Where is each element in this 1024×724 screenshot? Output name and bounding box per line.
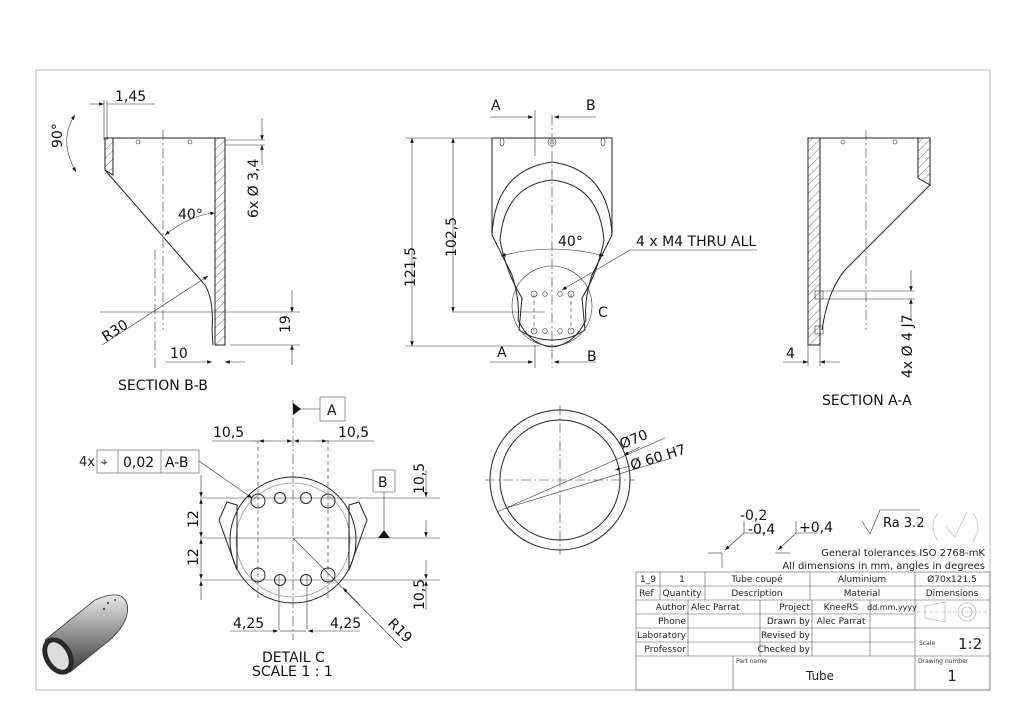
projection-symbol-icon bbox=[917, 601, 988, 623]
dim-hole-height: 102,5 bbox=[444, 217, 460, 257]
dim-right-spacing: 10,5 bbox=[338, 425, 369, 441]
datum-a: A bbox=[327, 403, 337, 419]
section-marker-a-bottom: A bbox=[497, 345, 507, 361]
fcf-tolerance: 0,02 bbox=[123, 455, 154, 471]
dim-left-4-25: 4,25 bbox=[233, 616, 264, 632]
description-value: Tube coupé bbox=[730, 574, 783, 585]
title-block: 1_9 1 Tube coupé Aluminium Ø70x121.5 Ref… bbox=[635, 571, 991, 691]
isometric-preview bbox=[42, 594, 129, 675]
professor-label: Professor bbox=[644, 645, 686, 655]
section-b-b-title: SECTION B-B bbox=[118, 378, 208, 394]
dim-bottom-10-5: 10,5 bbox=[412, 579, 428, 610]
dim-radius-19: R19 bbox=[384, 616, 415, 647]
tol-upper: -0,2 bbox=[740, 508, 767, 524]
ref-label: Ref bbox=[639, 589, 654, 599]
feature-control-frame bbox=[96, 449, 200, 474]
dim-left-spacing: 10,5 bbox=[213, 425, 244, 441]
dim-chamfer-angle: 90° bbox=[50, 123, 66, 148]
dim-top-10-5: 10,5 bbox=[412, 463, 428, 494]
dim-height: 19 bbox=[278, 315, 294, 333]
units-note: All dimensions in mm, angles in degrees bbox=[782, 561, 985, 572]
section-marker-b-bottom: B bbox=[587, 349, 597, 365]
front-view: 121,5 102,5 40° 4 x M4 THRU ALL C A B A … bbox=[403, 98, 757, 368]
dimensions-label: Dimensions bbox=[926, 589, 979, 599]
tolerance-notes: -0,2 -0,4 +0,4 Ra 3.2 General tolerances… bbox=[708, 508, 985, 572]
section-a-a-title: SECTION A-A bbox=[822, 393, 912, 409]
part-name-label: Part name bbox=[736, 658, 767, 665]
section-marker-b-top: B bbox=[586, 98, 596, 114]
dim-offset: 1,45 bbox=[115, 89, 146, 105]
laboratory-label: Laboratory bbox=[637, 631, 687, 641]
scale-value: 1:2 bbox=[958, 635, 982, 653]
detail-c-title: DETAIL C bbox=[262, 650, 325, 666]
datum-b: B bbox=[378, 475, 388, 491]
author-value: Alec Parrat bbox=[691, 603, 740, 613]
dim-lower-12: 12 bbox=[186, 548, 202, 566]
section-b-b: 1,45 90° 6x Ø 3,4 40° R30 10 19 SECTION … bbox=[50, 89, 300, 394]
fcf-count: 4x bbox=[79, 455, 95, 470]
general-tolerances: General tolerances ISO 2768-mK bbox=[821, 548, 985, 559]
section-a-a: 4 4x Ø 4 J7 SECTION A-A bbox=[783, 130, 931, 409]
quantity-value: 1 bbox=[679, 575, 685, 585]
scale-label: Scale bbox=[919, 640, 935, 647]
author-label: Author bbox=[656, 603, 687, 613]
checked-by-label: Checked by bbox=[757, 645, 810, 655]
description-label: Description bbox=[731, 589, 782, 599]
drawn-by-value: Alec Parrat bbox=[817, 617, 866, 627]
drawn-by-label: Drawn by bbox=[767, 617, 811, 627]
tol-plus: +0,4 bbox=[799, 520, 833, 536]
sheet-border bbox=[35, 69, 991, 691]
drawing-number-label: Drawing number bbox=[918, 658, 969, 665]
detail-c: A B 4x ⌖ 0,02 A-B 10,5 10,5 bbox=[79, 396, 440, 680]
tol-lower: -0,4 bbox=[748, 522, 775, 538]
project-label: Project bbox=[779, 603, 810, 613]
surface-roughness-icon bbox=[861, 509, 920, 535]
position-icon: ⌖ bbox=[101, 455, 108, 469]
dim-radius: R30 bbox=[99, 317, 131, 345]
detail-c-marker: C bbox=[598, 305, 608, 321]
revised-by-label: Revised by bbox=[761, 631, 811, 641]
detail-c-scale: SCALE 1 : 1 bbox=[252, 664, 333, 680]
datum-a-box bbox=[319, 396, 346, 422]
material-label: Material bbox=[844, 589, 881, 599]
fcf-datums: A-B bbox=[165, 455, 188, 471]
project-value: KneeRS bbox=[824, 603, 859, 613]
quantity-label: Quantity bbox=[663, 589, 703, 599]
dim-holes: 6x Ø 3,4 bbox=[246, 159, 262, 218]
dim-pin-holes: 4x Ø 4 J7 bbox=[900, 314, 916, 378]
thread-callout: 4 x M4 THRU ALL bbox=[636, 234, 756, 250]
dim-outer-diameter: Ø70 bbox=[618, 427, 651, 453]
dim-right-4-25: 4,25 bbox=[330, 616, 361, 632]
drawing-number-value: 1 bbox=[947, 667, 957, 685]
dim-width: 10 bbox=[170, 346, 188, 362]
dim-angle: 40° bbox=[558, 234, 583, 250]
section-b-b-wall-left bbox=[104, 137, 114, 176]
material-value: Aluminium bbox=[838, 575, 886, 585]
dim-cone-angle: 40° bbox=[178, 207, 203, 223]
phone-label: Phone bbox=[658, 617, 686, 627]
surface-roughness: Ra 3.2 bbox=[883, 516, 925, 531]
dim-upper-12: 12 bbox=[186, 510, 202, 528]
part-name-value: Tube bbox=[805, 669, 834, 683]
dim-total-height: 121,5 bbox=[403, 247, 419, 287]
dim-wall: 4 bbox=[786, 346, 795, 362]
section-b-b-wall-right bbox=[214, 137, 226, 346]
date-value: dd.mm.yyyy bbox=[867, 603, 917, 612]
end-view: Ø70 Ø 60 H7 bbox=[485, 405, 688, 555]
section-marker-a-top: A bbox=[491, 98, 501, 114]
ref-value: 1_9 bbox=[640, 575, 656, 585]
dimensions-value: Ø70x121.5 bbox=[927, 574, 977, 585]
